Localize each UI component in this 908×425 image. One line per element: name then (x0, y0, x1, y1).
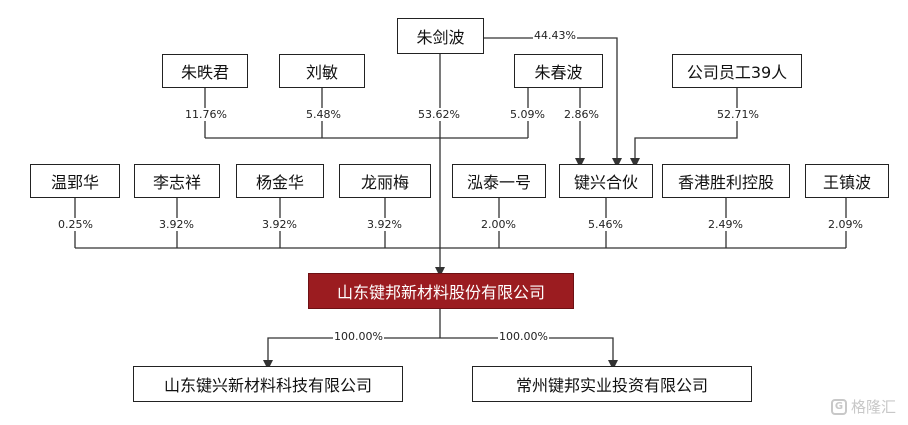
pct-yang-jinhua: 3.92% (261, 218, 298, 231)
node-employees: 公司员工39人 (672, 54, 802, 88)
pct-zhu-jianbo-to-jianxing: 44.43% (533, 29, 577, 42)
pct-zhu-jianbo: 53.62% (417, 108, 461, 121)
pct-wen-yinghua: 0.25% (57, 218, 94, 231)
node-zhu-chunbo: 朱春波 (514, 54, 603, 88)
watermark: G 格隆汇 (830, 396, 896, 417)
pct-liu-min: 5.48% (305, 108, 342, 121)
node-jianxing-partnership: 键兴合伙 (559, 164, 653, 198)
pct-wang-zhenbo: 2.09% (827, 218, 864, 231)
pct-jianxing-partnership: 5.46% (587, 218, 624, 231)
pct-long-limei: 3.92% (366, 218, 403, 231)
node-wen-yinghua: 温郢华 (30, 164, 120, 198)
pct-hk-shengli: 2.49% (707, 218, 744, 231)
node-wang-zhenbo: 王镇波 (805, 164, 889, 198)
node-liu-min: 刘敏 (279, 54, 365, 88)
pct-sub-keji: 100.00% (333, 330, 384, 343)
node-li-zhixiang: 李志祥 (134, 164, 220, 198)
pct-sub-touzi: 100.00% (498, 330, 549, 343)
node-hk-shengli: 香港胜利控股 (662, 164, 790, 198)
node-sub-touzi: 常州键邦实业投资有限公司 (472, 366, 752, 402)
node-hongtai: 泓泰一号 (452, 164, 546, 198)
node-sub-keji: 山东键兴新材料科技有限公司 (133, 366, 403, 402)
glh-logo-icon: G (830, 398, 847, 415)
node-long-limei: 龙丽梅 (339, 164, 431, 198)
pct-employees: 52.71% (716, 108, 760, 121)
pct-zhu-chunbo-direct: 5.09% (509, 108, 546, 121)
node-company: 山东键邦新材料股份有限公司 (308, 273, 574, 309)
pct-li-zhixiang: 3.92% (158, 218, 195, 231)
pct-hongtai: 2.00% (480, 218, 517, 231)
node-yang-jinhua: 杨金华 (236, 164, 324, 198)
node-zhu-jianbo: 朱剑波 (397, 18, 484, 54)
node-zhu-yijun: 朱昳君 (162, 54, 248, 88)
watermark-text: 格隆汇 (850, 398, 896, 416)
pct-zhu-yijun: 11.76% (184, 108, 228, 121)
pct-zhu-chunbo-to-jianxing: 2.86% (563, 108, 600, 121)
